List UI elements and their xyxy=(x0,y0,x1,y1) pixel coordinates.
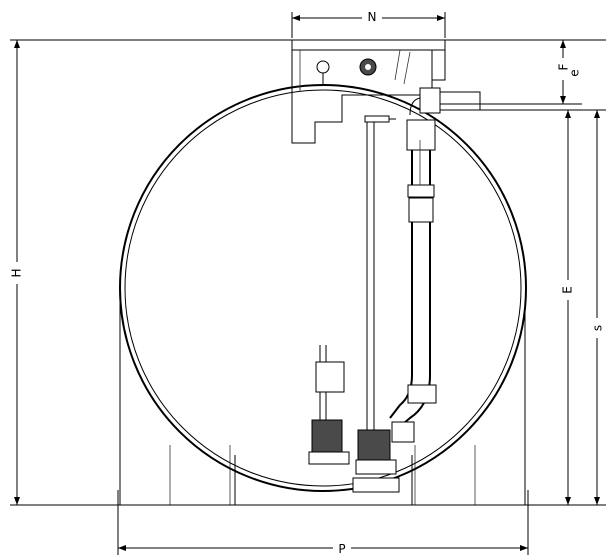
level-gauge-icon xyxy=(359,58,377,76)
sump-plate xyxy=(352,477,400,493)
dimension-e-label: E xyxy=(561,286,575,294)
dimension-p-label: P xyxy=(338,542,345,556)
dimension-e: E xyxy=(440,109,606,505)
dimension-s: s xyxy=(591,110,605,505)
pump-right-icon xyxy=(355,429,397,475)
dimension-f: F e xyxy=(440,40,582,105)
riser-pipe xyxy=(364,115,396,440)
dimension-f-label: F xyxy=(557,63,571,70)
pump-left-icon xyxy=(308,345,350,465)
tank-shell-inner xyxy=(124,89,522,487)
dimension-p: P xyxy=(117,490,529,556)
left-saddle xyxy=(119,300,236,506)
dimension-n: N xyxy=(291,8,446,38)
discharge-pipe xyxy=(389,119,437,443)
dimension-h-label: H xyxy=(10,268,24,277)
vent-pipe-icon xyxy=(316,60,330,85)
dimension-n-label: N xyxy=(368,10,377,24)
dimension-e-small-label: e xyxy=(568,69,582,76)
dimension-s-label: s xyxy=(591,325,605,331)
dimension-h: H xyxy=(9,40,25,505)
outlet-fitting xyxy=(409,87,481,116)
tank-shell-outer xyxy=(119,84,527,492)
